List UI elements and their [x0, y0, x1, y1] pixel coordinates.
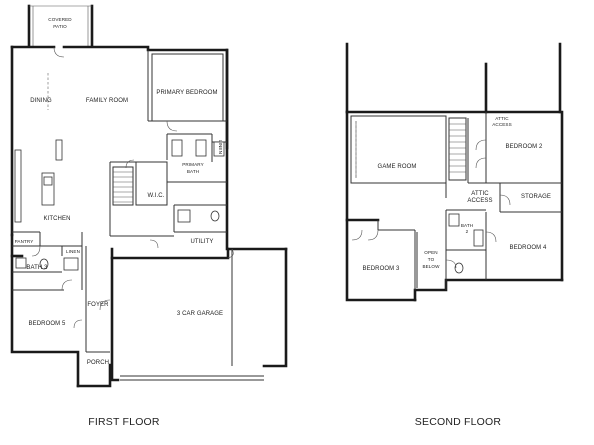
room-label-attic-access-2-line1: ATTIC — [471, 191, 489, 197]
room-label-porch: PORCH — [87, 360, 109, 366]
room-label-bedroom-3: BEDROOM 3 — [363, 266, 400, 272]
room-label-attic-access-1-line1: ATTIC — [495, 116, 509, 121]
room-label-primary-bath-1: PRIMARY — [182, 162, 204, 167]
room-label-wic: W.I.C. — [148, 193, 165, 199]
bath-fixtures — [15, 139, 225, 270]
second-floor-caption: SECOND FLOOR — [415, 416, 502, 428]
second-floor-stair — [448, 117, 467, 181]
room-label-attic-access-1-line2: ACCESS — [492, 122, 512, 127]
room-label-storage: STORAGE — [521, 194, 551, 200]
room-label-linen-1: LINEN — [218, 140, 223, 154]
room-label-dining: DINING — [30, 98, 52, 104]
first-floor-doors — [31, 46, 178, 329]
room-label-primary-bath-2: BATH — [187, 169, 199, 174]
room-label-linen-2: LINEN — [66, 249, 80, 254]
room-label-bedroom-2: BEDROOM 2 — [506, 144, 543, 150]
room-label-bath-2-line2: 2 — [466, 229, 469, 234]
room-label-kitchen: KITCHEN — [43, 216, 70, 222]
second-floor-interior-walls — [350, 112, 562, 290]
roof-lines — [345, 42, 562, 114]
room-label-family-room: FAMILY ROOM — [86, 98, 128, 104]
room-label-garage: 3 CAR GARAGE — [177, 311, 223, 317]
garage-walls — [110, 247, 264, 381]
second-floor-doors — [351, 121, 511, 269]
room-label-open-to-below-2: TO — [428, 257, 435, 262]
room-label-bedroom-5: BEDROOM 5 — [29, 321, 66, 327]
room-label-attic-access-2-line2: ACCESS — [467, 198, 492, 204]
room-label-open-to-below-1: OPEN — [424, 250, 437, 255]
first-floor-plan: COVERED PATIO DINING FAMILY ROOM PRIMARY… — [10, 4, 288, 428]
room-label-open-to-below-3: BELOW — [422, 264, 440, 269]
first-floor-caption: FIRST FLOOR — [88, 416, 160, 428]
bath-2-fixtures — [448, 213, 484, 274]
kitchen-fixtures — [14, 139, 79, 271]
room-label-bath-3: BATH 3 — [26, 265, 48, 271]
room-label-utility: UTILITY — [190, 239, 213, 245]
room-label-bath-2-line1: BATH — [461, 223, 473, 228]
room-label-game-room: GAME ROOM — [378, 164, 417, 170]
first-floor-stair — [112, 166, 134, 206]
second-floor-plan: ATTIC ACCESS GAME ROOM BEDROOM 2 ATTIC A… — [345, 42, 564, 428]
room-label-foyer: FOYER — [87, 302, 109, 308]
room-label-covered-patio-1: COVERED — [48, 17, 72, 22]
room-label-bedroom-4: BEDROOM 4 — [510, 245, 547, 251]
first-floor-interior-walls — [12, 50, 227, 353]
room-label-pantry: PANTRY — [15, 239, 34, 244]
room-label-covered-patio-2: PATIO — [53, 24, 67, 29]
room-label-primary-bedroom: PRIMARY BEDROOM — [156, 90, 217, 96]
covered-patio-outline — [27, 4, 94, 48]
